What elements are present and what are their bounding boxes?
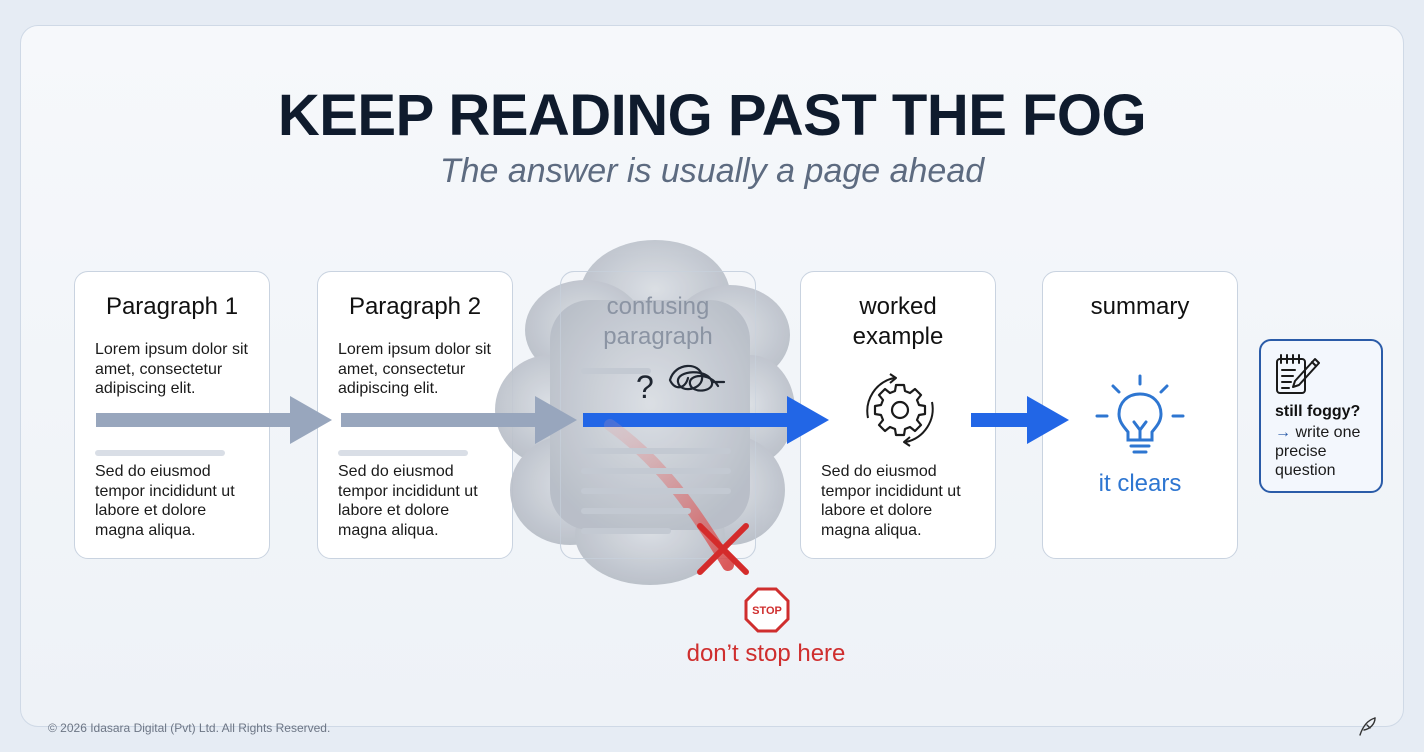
card-title: Paragraph 1 [105, 293, 239, 320]
question-tangle-icon: ? [636, 364, 726, 405]
arrow-right-icon: → [1275, 424, 1291, 441]
blue-arrow-short [971, 396, 1069, 444]
text-line-placeholder [581, 448, 731, 454]
copyright-footer: © 2026 Idasara Digital (Pvt) Ltd. All Ri… [48, 721, 331, 735]
card-confusing-overlay: confusing paragraph [560, 271, 756, 559]
stop-sign-text: STOP [752, 605, 782, 617]
card-text-bottom: Sed do eiusmod tempor incididunt ut labo… [338, 463, 478, 539]
tangle-icon [668, 364, 726, 392]
gear-cycle-icon [866, 373, 934, 447]
text-line-placeholder [581, 488, 731, 494]
lightbulb-icon [1095, 374, 1185, 454]
text-line-placeholder [581, 468, 731, 474]
gray-arrow-2 [341, 396, 577, 444]
blue-arrow-main [583, 396, 829, 444]
notepad-pencil-icon [1276, 354, 1320, 394]
card-text-top: Lorem ipsum dolor sit amet, consectetur … [338, 341, 491, 397]
gray-arrow-1 [96, 396, 332, 444]
text-line-placeholder [581, 368, 651, 374]
dont-stop-label: don’t stop here [686, 640, 846, 667]
question-mark: ? [636, 369, 654, 405]
text-line-placeholder [95, 450, 225, 456]
card-worked-example: worked example Sed do eiusmod tempor inc… [800, 271, 996, 559]
card-paragraph-1: Paragraph 1 Lorem ipsum dolor sit amet, … [74, 271, 270, 559]
page-subtitle: The answer is usually a page ahead [439, 152, 985, 190]
tip-text: → write one precise question [1275, 423, 1375, 480]
it-clears-caption: it clears [1098, 470, 1182, 497]
card-title: confusing paragraph [603, 293, 713, 350]
text-line-placeholder [581, 528, 671, 534]
card-title: Paragraph 2 [348, 293, 482, 320]
tip-title: still foggy? [1275, 403, 1361, 420]
tip-body: write one precise question [1275, 424, 1361, 479]
text-line-placeholder [581, 508, 691, 514]
stop-sign-icon: STOP [744, 587, 790, 633]
page-title: KEEP READING PAST THE FOG [277, 83, 1147, 148]
card-title: worked example [852, 293, 944, 350]
quill-icon [1359, 717, 1376, 736]
card-title: summary [1090, 293, 1190, 320]
card-text-top: Lorem ipsum dolor sit amet, consectetur … [95, 341, 248, 397]
still-foggy-tip: still foggy? → write one precise questio… [1259, 339, 1383, 493]
text-line-placeholder [338, 450, 468, 456]
card-text-bottom: Sed do eiusmod tempor incididunt ut labo… [821, 463, 961, 539]
x-mark-icon [697, 523, 749, 575]
card-summary: summary it clears [1042, 271, 1238, 559]
card-text-bottom: Sed do eiusmod tempor incididunt ut labo… [95, 463, 235, 539]
